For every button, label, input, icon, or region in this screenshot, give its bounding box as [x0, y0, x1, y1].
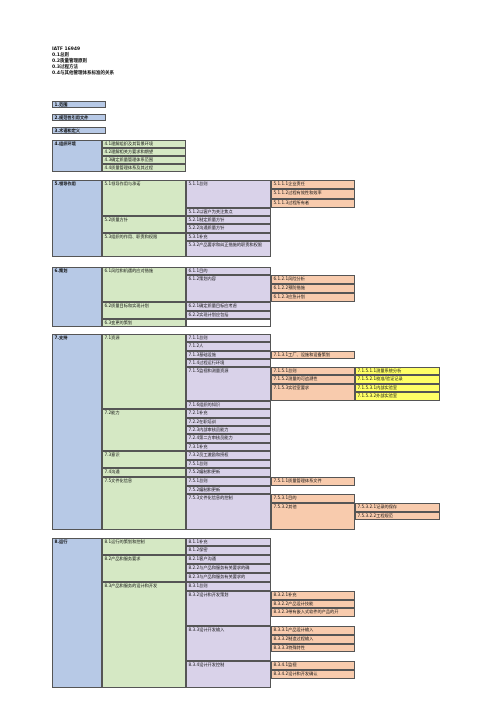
- clause-item: 8.3.3.3特殊特性: [271, 644, 355, 652]
- section-item: 4.4质量管理体系及其过程: [102, 164, 186, 172]
- section-item: 7.1资源: [102, 334, 186, 409]
- clause-item: 8.3.4.1监视: [271, 661, 355, 670]
- subsection-item: 5.2.1制定质量方针: [186, 216, 271, 224]
- clause-item: 6.1.2.2预防措施: [271, 284, 355, 293]
- clause-item: 8.3.3.2制造过程输入: [271, 635, 355, 644]
- subsection-item: 7.5.1总则: [186, 460, 271, 468]
- clause-item: 8.3.2.3带有嵌入式软件的产品的开: [271, 608, 355, 617]
- subsection-item: 7.1.6组织的知识: [186, 401, 271, 409]
- subsection-item: 5.2.2沟通质量方针: [186, 224, 271, 233]
- clause-item: 7.1.5.1总则: [271, 367, 355, 375]
- subsection-item: 7.3.2员工激励和授权: [186, 451, 271, 460]
- intro-line: 0.2质量管理原则: [52, 59, 87, 64]
- subsection-item: 8.2.2与产品和服务有关要求的确: [186, 564, 271, 573]
- subsection-item: 8.3.1总则: [186, 582, 271, 591]
- subsection-item: 8.1.1补充: [186, 538, 271, 546]
- clause-item: 7.5.3.1目的: [271, 494, 355, 503]
- section-item: 5.3组织的作用、职责和权限: [102, 233, 186, 257]
- subsection-item: 7.1.1总则: [186, 334, 271, 342]
- section-item: 4.2理解相关方要求和期望: [102, 148, 186, 156]
- subsection-item: 7.2.1补充: [186, 409, 271, 418]
- chapter-2: 2.规范性引用文件: [52, 114, 106, 121]
- subsection-item: 7.2.2在职培训: [186, 418, 271, 426]
- subsection-item: 6.1.2策划内容: [186, 275, 271, 302]
- empty-cell: [186, 319, 271, 327]
- clause-item: 7.1.5.3实验室要求: [271, 384, 355, 401]
- subsection-item: 8.2.1客户沟通: [186, 555, 271, 564]
- section-item: 6.3变更的策划: [102, 319, 186, 327]
- section-item: 7.5文件化信息: [102, 477, 186, 530]
- intro-line: 0.4与其他管理体系标准的关系: [52, 71, 114, 76]
- clause-item: 8.3.2.2产品设计技能: [271, 600, 355, 608]
- chapter-3: 3.术语和定义: [52, 127, 106, 134]
- subsection-item: 8.1.2保密: [186, 546, 271, 555]
- subclause-item: 7.1.5.2.1校准/验证记录: [355, 375, 440, 384]
- subsection-item: 7.3.1补充: [186, 443, 271, 451]
- section-item: 7.3意识: [102, 451, 186, 468]
- clause-item: 7.1.5.2测量的可追溯性: [271, 375, 355, 384]
- section-item: 5.2质量方针: [102, 216, 186, 233]
- clause-item: 5.1.1.2过程有效性和效率: [271, 189, 355, 199]
- section-item: 7.4沟通: [102, 468, 186, 477]
- section-item: 8.3产品和服务的设计和开发: [102, 582, 186, 688]
- subsection-item: 5.3.2产品要求和纠正措施的职责和权限: [186, 241, 271, 257]
- subclause-item: 7.5.3.2.1记录的保存: [355, 503, 440, 512]
- clause-item: 8.3.3.1产品设计输入: [271, 626, 355, 635]
- section-item: 8.1运行的策划和控制: [102, 538, 186, 555]
- subsection-item: 6.2.1确定质量目标应考虑: [186, 302, 271, 311]
- subsection-item: 7.1.2人: [186, 342, 271, 351]
- section-item: 4.1理解组织及其背景环境: [102, 140, 186, 148]
- clause-item: 8.3.4.2设计和开发确认: [271, 670, 355, 679]
- subsection-item: 5.1.2以客户为关注焦点: [186, 208, 271, 216]
- subsection-item: 6.1.1目的: [186, 267, 271, 275]
- subsection-item: 7.1.5监视和测量资源: [186, 367, 271, 401]
- subclause-item: 7.1.5.1.1测量系统分析: [355, 367, 440, 375]
- subsection-item: 7.1.4过程运行环境: [186, 359, 271, 367]
- subsection-item: 7.2.3内部审核员能力: [186, 426, 271, 434]
- subsection-item: 7.2.4第二方审核员能力: [186, 434, 271, 443]
- subclause-item: 7.5.3.2.2工程规范: [355, 512, 440, 520]
- intro-line: 0.1总则: [52, 53, 69, 58]
- subsection-item: 5.1.1总则: [186, 180, 271, 208]
- clause-item: 7.5.3.2其他: [271, 503, 355, 530]
- subsection-item: 7.5.1总则: [186, 477, 271, 486]
- clause-item: 5.1.1.1企业责任: [271, 180, 355, 189]
- section-item: 5.1领导作用与承诺: [102, 180, 186, 216]
- clause-item: 7.1.3.1工厂、设施和设备策划: [271, 351, 355, 359]
- subsection-item: 6.2.2实现计划应包括: [186, 311, 271, 319]
- section-item: 8.2产品和服务要求: [102, 555, 186, 582]
- intro-line: 0.3过程方法: [52, 65, 78, 70]
- chapter-1: 1.范围: [52, 101, 106, 108]
- section-item: 6.2质量目标和实现计划: [102, 302, 186, 319]
- subsection-item: 7.5.2编制和更新: [186, 468, 271, 477]
- clause-item: 8.3.2.1补充: [271, 591, 355, 600]
- section-item: 7.2能力: [102, 409, 186, 451]
- clause-item: 6.1.2.1风险分析: [271, 275, 355, 284]
- chapter-5: 5.领导作用: [52, 180, 102, 257]
- clause-item: 5.1.1.3过程所有者: [271, 199, 355, 208]
- clause-item: 6.1.2.3应急计划: [271, 293, 355, 302]
- subsection-item: 8.3.4设计开发控制: [186, 661, 271, 688]
- document-title: IATF 16949: [52, 47, 81, 52]
- section-item: 6.1风险和机遇的应对措施: [102, 267, 186, 302]
- chapter-6: 6.策划: [52, 267, 102, 327]
- subsection-item: 7.5.2编制和更新: [186, 486, 271, 494]
- subsection-item: 8.3.3设计开发输入: [186, 626, 271, 661]
- subclause-item: 7.1.5.3.2外部实验室: [355, 392, 440, 401]
- chapter-7: 7.支持: [52, 334, 102, 530]
- section-item: 4.3确定质量管理体系范围: [102, 156, 186, 164]
- chapter-8: 8.运行: [52, 538, 102, 688]
- subclause-item: 7.1.5.3.1内部实验室: [355, 384, 440, 392]
- subsection-item: 8.3.2设计和开发策划: [186, 591, 271, 626]
- subsection-item: 8.2.3与产品和服务有关要求的: [186, 573, 271, 582]
- subsection-item: 7.5.3文件化信息的控制: [186, 494, 271, 530]
- clause-item: 7.5.1.1质量管理体系文件: [271, 477, 355, 486]
- subsection-item: 7.1.3基础设施: [186, 351, 271, 359]
- subsection-item: 5.3.1补充: [186, 233, 271, 241]
- chapter-4: 4.组织环境: [52, 140, 102, 172]
